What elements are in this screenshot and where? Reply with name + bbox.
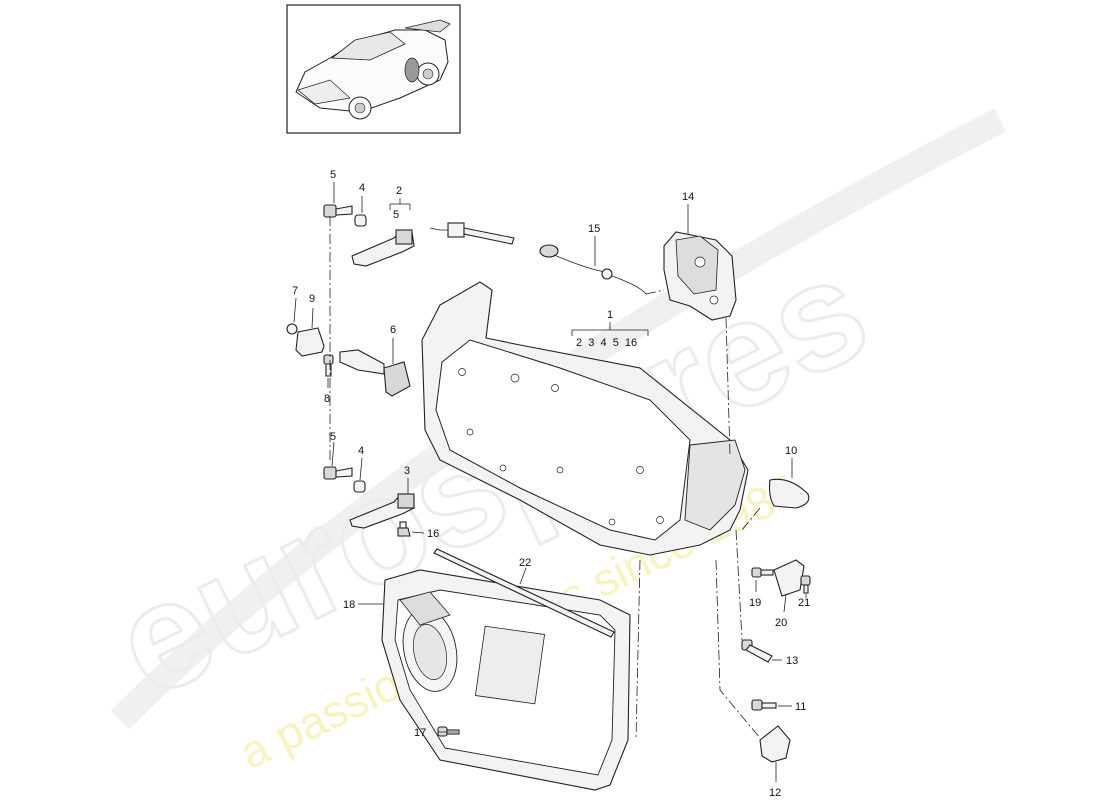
callout-5: 5 xyxy=(330,169,336,181)
bolt-icon xyxy=(751,699,777,711)
group-bracket-1 xyxy=(571,322,649,336)
callout-11: 11 xyxy=(795,701,806,713)
callout-8: 8 xyxy=(324,393,330,405)
group-1-members: 2 3 4 5 16 xyxy=(576,337,637,349)
bolt-icon xyxy=(323,204,353,218)
door-lock-mechanism xyxy=(663,231,737,321)
callout-4: 4 xyxy=(359,182,365,194)
door-handle-lower xyxy=(349,493,415,529)
callout-4: 4 xyxy=(358,445,364,457)
callout-5: 5 xyxy=(330,431,336,443)
car-icon xyxy=(295,19,451,120)
group-2-members: 5 xyxy=(393,209,399,221)
striker-plate xyxy=(773,559,805,597)
nut-icon xyxy=(353,480,366,493)
callout-13: 13 xyxy=(786,655,798,667)
callout-7: 7 xyxy=(292,285,298,297)
callout-6: 6 xyxy=(390,324,396,336)
seal-strip xyxy=(433,548,615,638)
bolt-icon xyxy=(323,354,334,377)
striker-pin xyxy=(759,725,791,763)
assembly-lines xyxy=(329,216,761,741)
door-handle-upper xyxy=(351,229,415,267)
callout-15: 15 xyxy=(588,223,600,235)
door-cable xyxy=(429,222,647,295)
bolt-icon xyxy=(800,575,811,594)
lock-actuator xyxy=(339,349,411,397)
callout-22: 22 xyxy=(519,557,531,569)
leader-lines xyxy=(293,182,807,782)
callout-labels: 5 4 2 5 7 9 6 8 5 4 3 16 15 14 1 2 3 4 5… xyxy=(292,169,810,799)
callout-3: 3 xyxy=(404,465,410,477)
bolt-icon xyxy=(751,567,774,578)
callout-2: 2 xyxy=(396,185,402,197)
vehicle-thumbnail xyxy=(286,4,461,134)
callout-20: 20 xyxy=(775,617,787,629)
callout-1: 1 xyxy=(607,309,613,321)
bolt-icon xyxy=(741,639,773,663)
screw-icon xyxy=(397,521,411,537)
callout-14: 14 xyxy=(682,191,694,203)
door-shell xyxy=(421,281,749,556)
callout-19: 19 xyxy=(749,597,761,609)
clip-icon xyxy=(286,323,298,335)
group-bracket-2 xyxy=(389,198,411,210)
door-cover xyxy=(768,478,810,509)
callout-21: 21 xyxy=(798,597,810,609)
switch-housing xyxy=(295,327,325,357)
door-trim-panel xyxy=(381,569,631,791)
callout-17: 17 xyxy=(414,727,426,739)
nut-icon xyxy=(354,214,367,227)
callout-12: 12 xyxy=(769,787,781,799)
callout-18: 18 xyxy=(343,599,355,611)
callout-9: 9 xyxy=(309,293,315,305)
callout-10: 10 xyxy=(785,445,797,457)
bolt-icon xyxy=(323,466,353,480)
callout-16: 16 xyxy=(427,528,439,540)
